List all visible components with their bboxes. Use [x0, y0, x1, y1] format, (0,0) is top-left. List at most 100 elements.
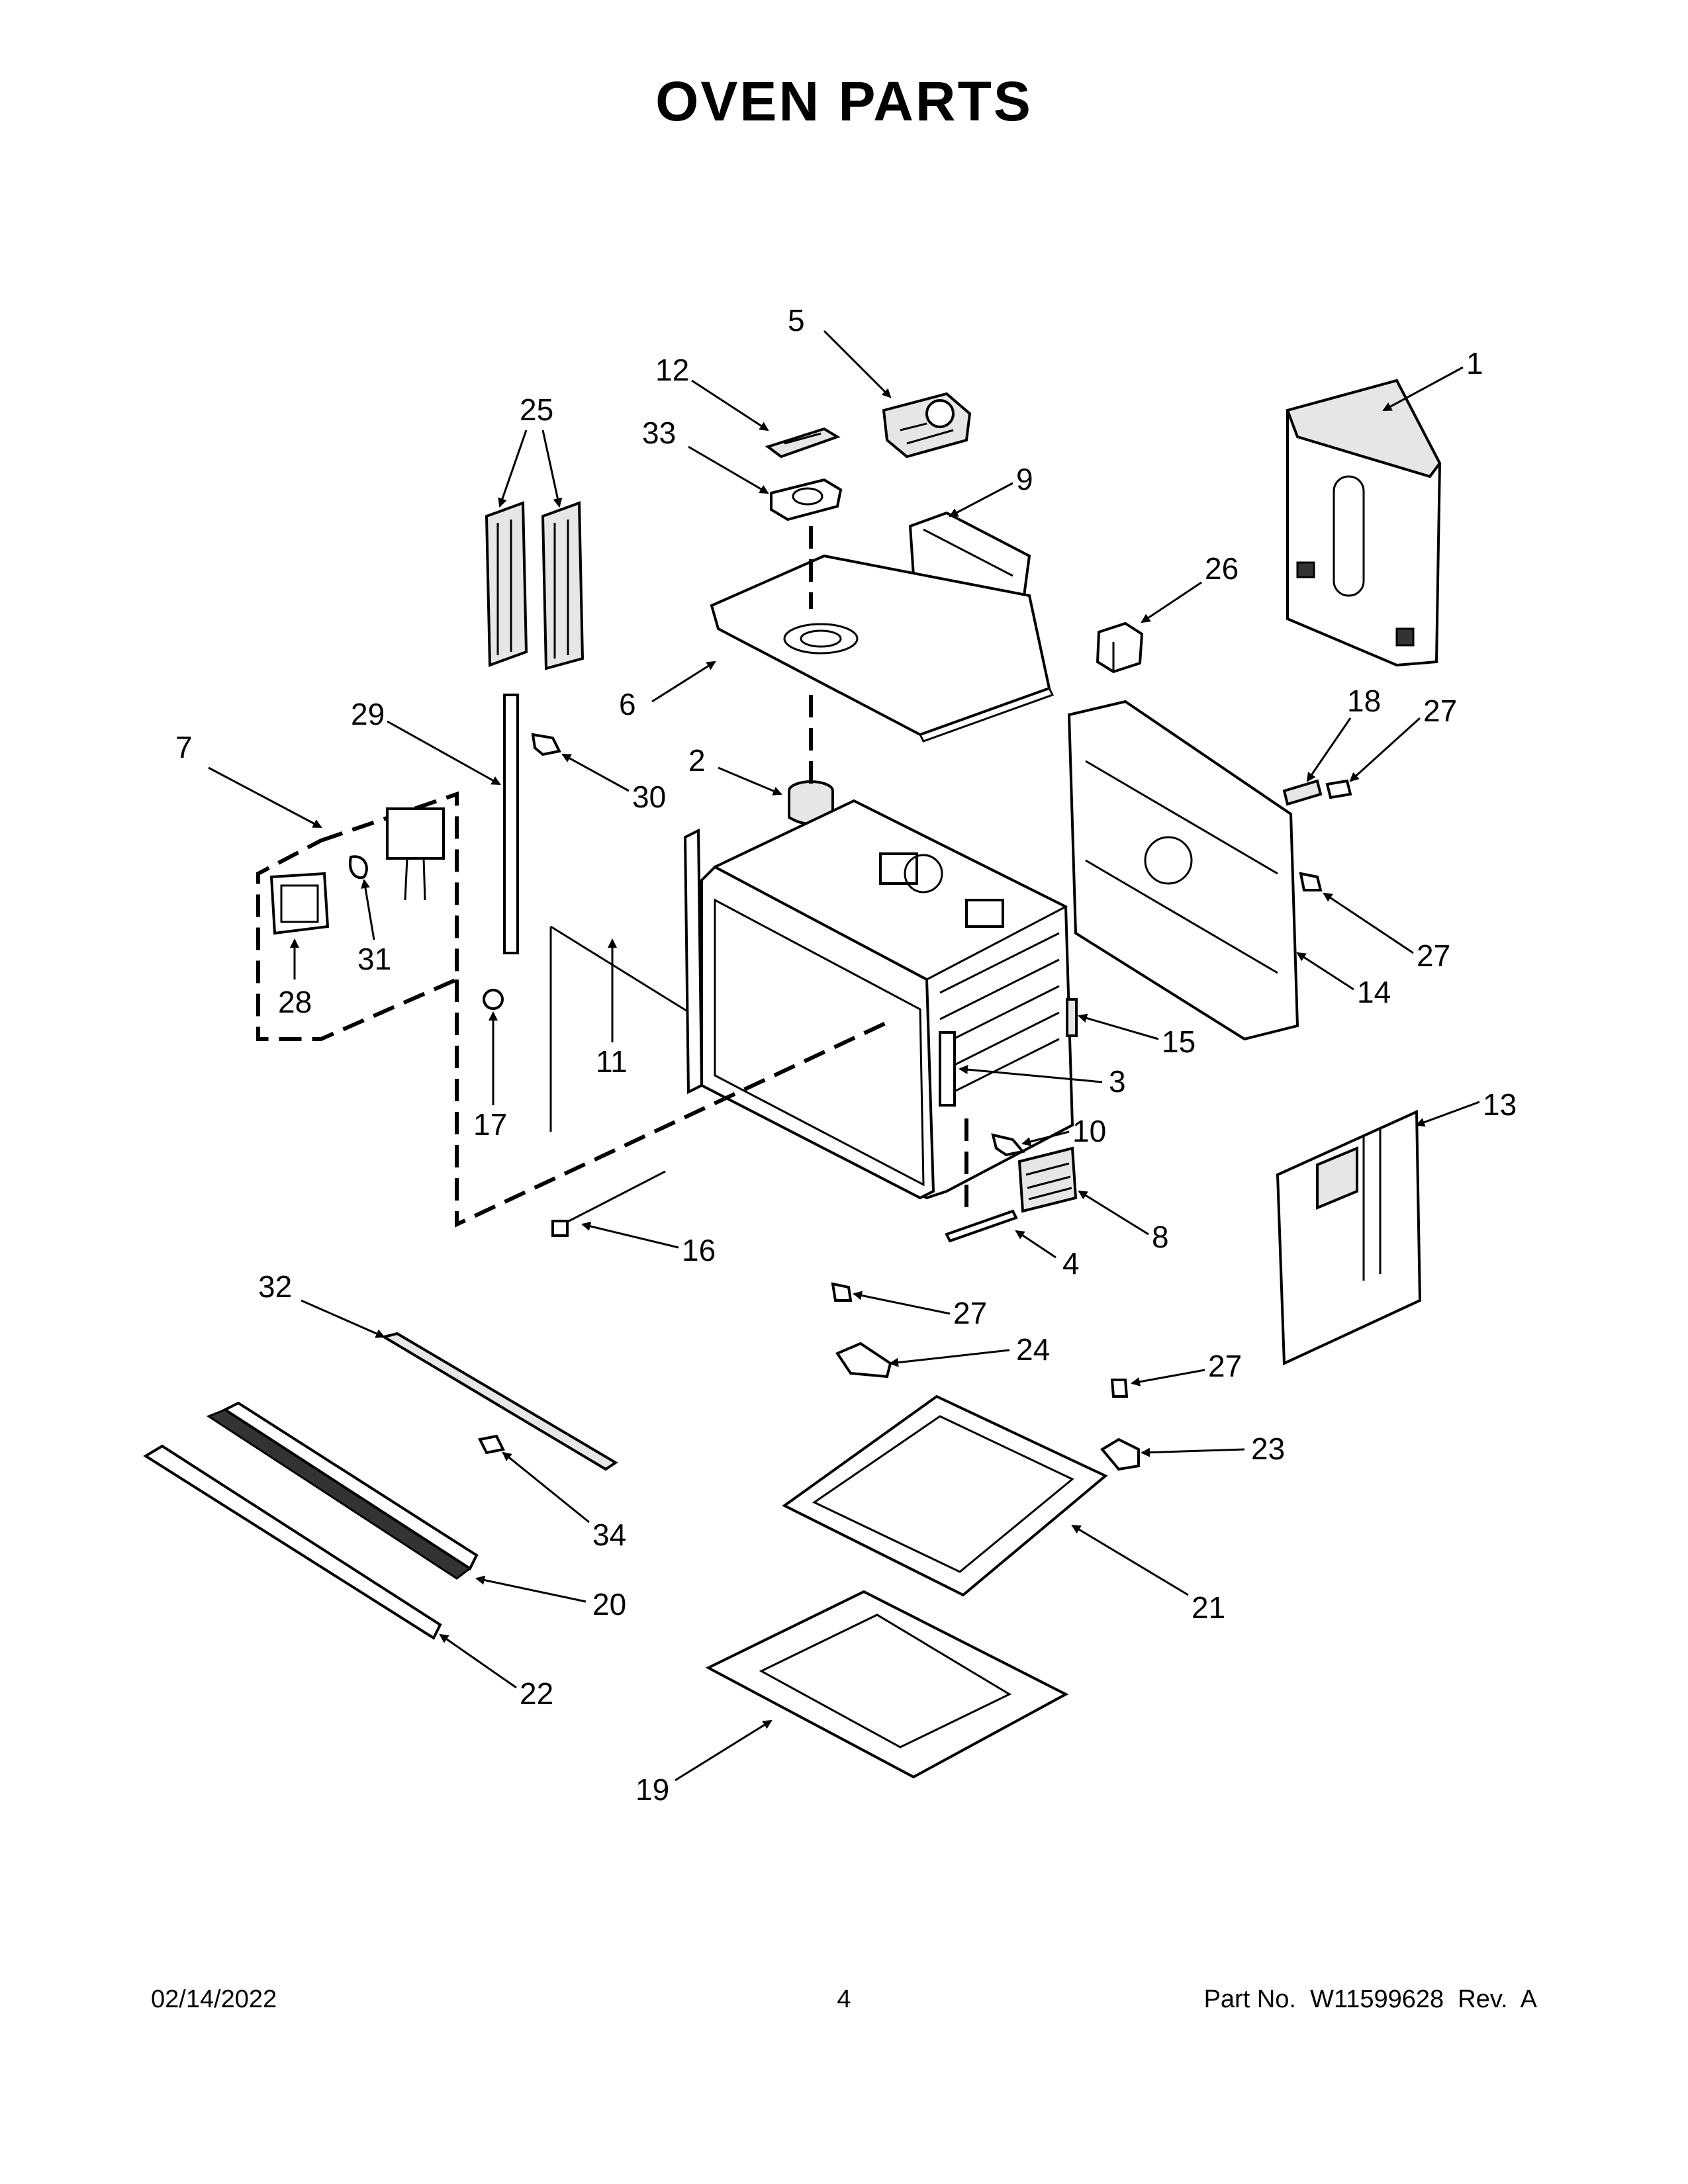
callout-label: 5: [788, 303, 805, 338]
callout-34: 34: [502, 1451, 626, 1552]
part-24-bracket: [835, 1342, 892, 1379]
callout-label: 17: [473, 1107, 507, 1142]
part-21-tray: [782, 1394, 1108, 1597]
callout-21: 21: [1071, 1524, 1225, 1625]
callout-6: 6: [619, 660, 716, 721]
part-6-top-shield: [710, 554, 1055, 743]
callout-label: 15: [1162, 1024, 1196, 1059]
callout-label: 19: [635, 1772, 669, 1807]
callout-25: 25: [498, 392, 563, 508]
callout-label: 1: [1466, 346, 1483, 381]
callout-18: 18: [1306, 684, 1381, 782]
callout-label: 10: [1072, 1114, 1106, 1148]
callout-33: 33: [642, 416, 769, 494]
callout-label: 26: [1205, 551, 1239, 586]
part-4-rod: [945, 1209, 1018, 1243]
callout-label: 27: [1208, 1349, 1242, 1383]
part-23-bracket: [1100, 1437, 1140, 1471]
callout-1: 1: [1382, 346, 1483, 412]
part-12-cover-plate: [765, 427, 841, 459]
part-25-side-panels: [485, 501, 585, 670]
oven-cavity: [683, 799, 1074, 1200]
part-16-sensor: [551, 1170, 666, 1237]
part-18-clip: [1282, 779, 1323, 806]
callout-label: 27: [1417, 938, 1450, 973]
part-20-trim: [206, 1401, 479, 1580]
callout-label: 32: [258, 1269, 292, 1304]
callout-label: 33: [642, 416, 676, 450]
callout-label: 24: [1016, 1332, 1050, 1367]
callout-15: 15: [1078, 1013, 1196, 1059]
footer-part-number: Part No. W11599628 Rev. A: [1203, 1985, 1537, 2013]
part-8-grille: [1017, 1146, 1078, 1213]
part-10-screw: [991, 1133, 1025, 1157]
callout-8: 8: [1078, 1190, 1169, 1254]
footer-date: 02/14/2022: [151, 1985, 277, 2013]
callout-label: 11: [596, 1044, 628, 1079]
callout-28: 28: [278, 938, 312, 1019]
callout-11: 11: [596, 938, 628, 1079]
callouts: 1 2 3 4 5 6 7 8 9 10 11 12 13 14 15 16 1…: [175, 303, 1517, 1807]
callout-27d: 27: [1131, 1349, 1242, 1387]
callout-label: 4: [1062, 1246, 1080, 1281]
callout-label: 27: [1423, 694, 1457, 728]
callout-label: 16: [682, 1233, 716, 1267]
callout-label: 34: [592, 1518, 626, 1552]
callout-20: 20: [475, 1575, 626, 1621]
callout-17: 17: [473, 1011, 507, 1142]
callout-9: 9: [949, 462, 1033, 518]
callout-label: 30: [632, 780, 666, 814]
callout-label: 9: [1016, 462, 1033, 496]
part-33-housing: [770, 478, 843, 522]
part-34-screw: [478, 1434, 505, 1455]
callout-27c: 27: [853, 1291, 987, 1330]
callout-10: 10: [1021, 1114, 1106, 1148]
part-22-trim: [143, 1444, 442, 1640]
part-30-screw: [531, 733, 561, 756]
callout-27b: 27: [1323, 892, 1450, 973]
part-2-fan-motor: [788, 780, 834, 825]
callout-label: 27: [953, 1296, 987, 1330]
callout-label: 2: [688, 743, 706, 778]
callout-19: 19: [635, 1719, 773, 1807]
callout-label: 28: [278, 985, 312, 1019]
callout-label: 22: [520, 1676, 553, 1711]
callout-32: 32: [258, 1269, 385, 1338]
part-1-rear-panel: [1286, 379, 1442, 667]
callout-14: 14: [1296, 952, 1391, 1009]
callout-2: 2: [688, 743, 782, 796]
assembly-lines: [455, 526, 968, 1228]
part-15-latch: [1066, 998, 1078, 1037]
callout-7: 7: [175, 730, 322, 829]
callout-27a: 27: [1349, 694, 1457, 782]
callout-label: 14: [1357, 975, 1391, 1009]
part-7-group: [256, 791, 459, 1041]
part-29-strip: [503, 694, 519, 954]
part-19-bottom-panel: [705, 1590, 1069, 1779]
callout-31: 31: [357, 879, 391, 976]
callout-24: 24: [889, 1332, 1050, 1367]
callout-3: 3: [959, 1064, 1126, 1099]
page-title: OVEN PARTS: [655, 70, 1033, 132]
callout-29: 29: [351, 697, 501, 786]
callout-label: 13: [1483, 1087, 1517, 1122]
callout-12: 12: [655, 353, 769, 432]
callout-30: 30: [561, 753, 666, 814]
callout-label: 18: [1347, 684, 1381, 718]
callout-26: 26: [1141, 551, 1239, 623]
part-14-side-panel: [1067, 700, 1299, 1041]
callout-label: 31: [357, 942, 391, 976]
callout-label: 12: [655, 353, 689, 387]
callout-16: 16: [581, 1222, 716, 1267]
callout-label: 6: [619, 687, 636, 721]
part-5-relay: [882, 392, 972, 459]
part-13-side-panel: [1276, 1109, 1422, 1366]
callout-label: 21: [1192, 1590, 1225, 1625]
part-27-screws: [831, 779, 1352, 1398]
callout-label: 7: [175, 730, 193, 764]
part-26-block: [1096, 621, 1144, 674]
callout-5: 5: [788, 303, 892, 398]
part-32-rail: [380, 1332, 618, 1471]
callout-4: 4: [1015, 1230, 1080, 1281]
